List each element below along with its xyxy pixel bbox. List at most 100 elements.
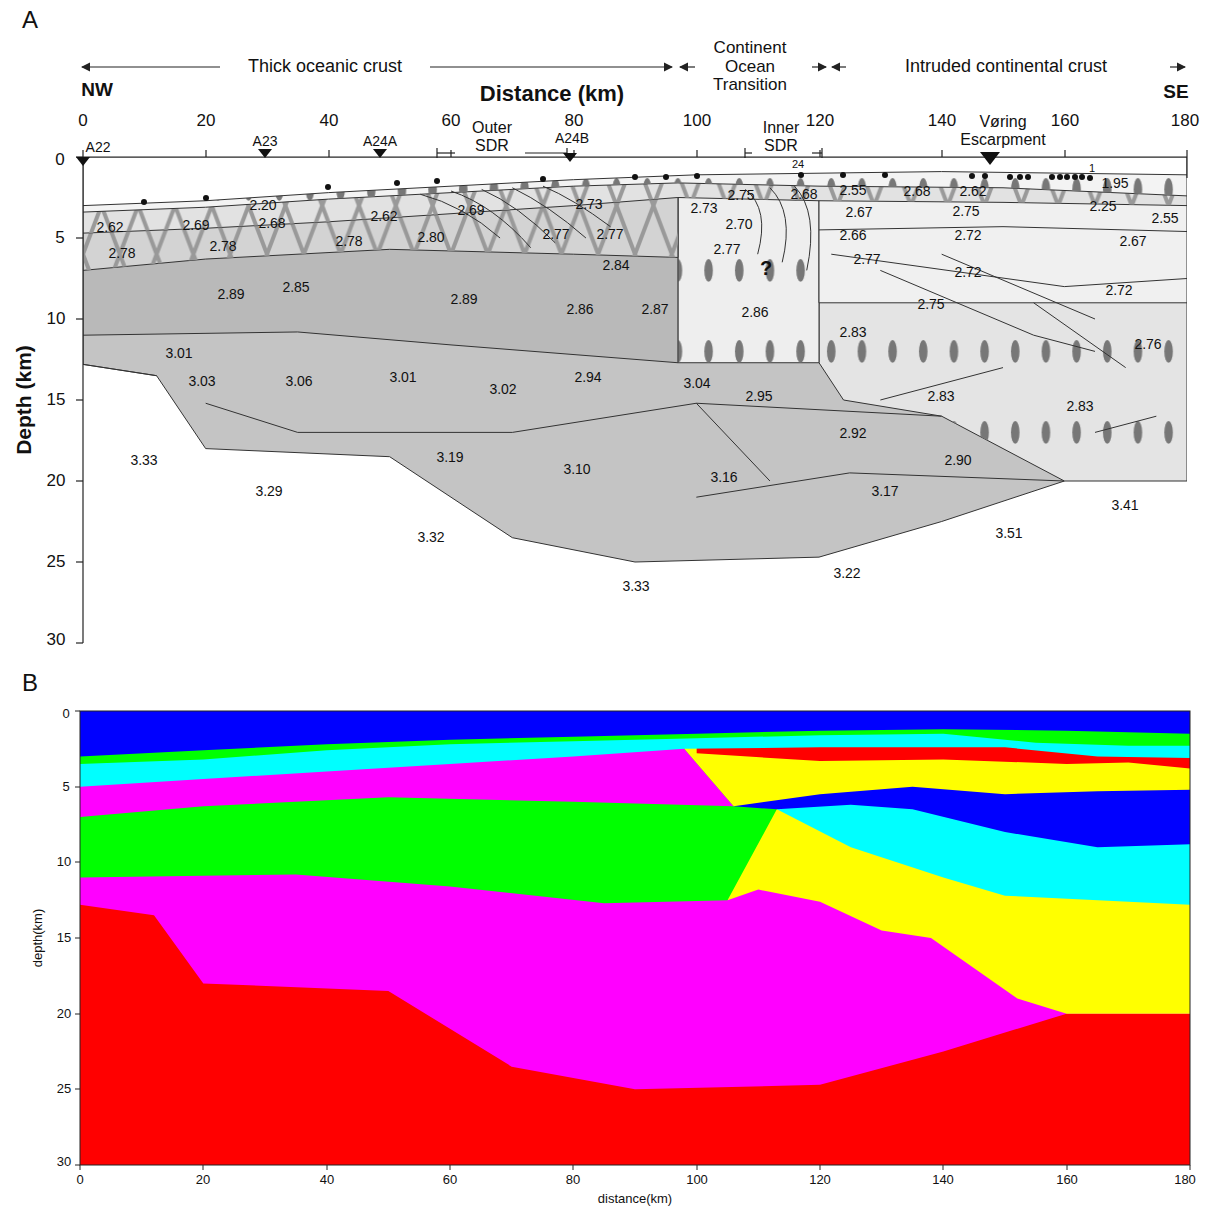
- tick-label: 20: [196, 1173, 210, 1187]
- density-value: 2.85: [282, 280, 309, 295]
- density-value: 2.94: [574, 370, 601, 385]
- tick-label: 60: [443, 1173, 457, 1187]
- station-label: A23: [253, 134, 278, 149]
- station-label: A24A: [363, 134, 397, 149]
- axis-title: depth(km): [31, 909, 45, 968]
- density-value: 3.41: [1111, 498, 1138, 513]
- density-value: 2.68: [258, 216, 285, 231]
- tick-label: 60: [442, 112, 461, 131]
- tick-label: 100: [683, 112, 711, 131]
- density-value: 2.72: [954, 265, 981, 280]
- feature-label: Vøring Escarpment: [948, 113, 1058, 148]
- density-value: 2.83: [839, 325, 866, 340]
- density-value: 2.73: [575, 197, 602, 212]
- density-value: 3.22: [833, 566, 860, 581]
- density-value: 3.04: [683, 376, 710, 391]
- density-value: 2.75: [952, 204, 979, 219]
- tick-label: 0: [76, 1173, 83, 1187]
- density-value: 2.62: [370, 209, 397, 224]
- tick-label: 10: [57, 855, 71, 869]
- density-value: 2.87: [641, 302, 668, 317]
- tick-label: 40: [320, 112, 339, 131]
- density-value: 2.90: [944, 453, 971, 468]
- density-value: 3.32: [417, 530, 444, 545]
- density-value: 3.16: [710, 470, 737, 485]
- tick-label: 0: [62, 707, 69, 721]
- tick-label: 20: [47, 472, 66, 491]
- tick-label: 140: [932, 1173, 954, 1187]
- tick-label: 30: [47, 631, 66, 650]
- density-value: 2.62: [96, 220, 123, 235]
- density-value: 3.01: [165, 346, 192, 361]
- density-value: 1.95: [1101, 176, 1128, 191]
- query-mark: ?: [760, 257, 772, 279]
- tick-label: 20: [57, 1007, 71, 1021]
- tick-label: 140: [928, 112, 956, 131]
- density-value: 2.72: [954, 228, 981, 243]
- density-value: 2.84: [602, 258, 629, 273]
- tick-label: 15: [47, 391, 66, 410]
- tick-label: 25: [47, 553, 66, 572]
- density-value: 3.01: [389, 370, 416, 385]
- tick-label: 120: [806, 112, 834, 131]
- tick-label: 5: [62, 780, 69, 794]
- feature-label: Outer SDR: [462, 119, 522, 154]
- tick-label: 80: [566, 1173, 580, 1187]
- panel-letter: A: [22, 7, 38, 33]
- density-value: 2.83: [927, 389, 954, 404]
- domain-label: Thick oceanic crust: [248, 57, 402, 77]
- density-value: 2.25: [1089, 199, 1116, 214]
- tick-label: 10: [47, 310, 66, 329]
- axis-title: Depth (km): [12, 345, 35, 455]
- panel-a-section: [83, 157, 1187, 562]
- density-value: 2.62: [959, 184, 986, 199]
- feature-label: Inner SDR: [751, 119, 811, 154]
- density-value: 3.06: [285, 374, 312, 389]
- density-value: 2.77: [853, 252, 880, 267]
- density-value: 2.73: [690, 201, 717, 216]
- density-value: 2.69: [457, 203, 484, 218]
- tick-label: 25: [57, 1082, 71, 1096]
- density-value: 2.55: [1151, 211, 1178, 226]
- tick-label: 40: [320, 1173, 334, 1187]
- density-value: 2.86: [741, 305, 768, 320]
- density-value: 2.76: [1134, 337, 1161, 352]
- density-value: 2.95: [745, 389, 772, 404]
- domain-label: Intruded continental crust: [905, 57, 1107, 77]
- domain-label: Continent Ocean Transition: [690, 39, 810, 95]
- panel-letter: B: [22, 670, 38, 696]
- direction-label: NW: [81, 80, 113, 101]
- density-value: 2.67: [845, 205, 872, 220]
- station-label: A24B: [555, 131, 589, 146]
- tick-label: 120: [809, 1173, 831, 1187]
- density-value: 2.55: [839, 183, 866, 198]
- density-value: 2.83: [1066, 399, 1093, 414]
- tick-label: 180: [1171, 112, 1199, 131]
- direction-label: SE: [1163, 82, 1188, 103]
- density-value: 3.10: [563, 462, 590, 477]
- tick-label: 180: [1174, 1173, 1196, 1187]
- density-value: 2.77: [713, 242, 740, 257]
- tick-label: 20: [197, 112, 216, 131]
- tick-label: 160: [1051, 112, 1079, 131]
- density-value: 2.86: [566, 302, 593, 317]
- tick-label: 160: [1056, 1173, 1078, 1187]
- density-value: 2.80: [417, 230, 444, 245]
- tick-label: 15: [57, 931, 71, 945]
- density-value: 2.66: [839, 228, 866, 243]
- density-value: 2.69: [182, 218, 209, 233]
- density-value: 3.17: [871, 484, 898, 499]
- tick-label: 80: [565, 112, 584, 131]
- tick-label: 5: [55, 229, 64, 248]
- density-value: 3.33: [622, 579, 649, 594]
- density-value: 3.19: [436, 450, 463, 465]
- callout-number: 1: [1089, 162, 1095, 174]
- density-value: 2.77: [542, 227, 569, 242]
- density-value: 2.89: [217, 287, 244, 302]
- density-value: 2.20: [249, 198, 276, 213]
- density-value: 2.75: [727, 188, 754, 203]
- density-value: 3.51: [995, 526, 1022, 541]
- density-value: 2.68: [903, 184, 930, 199]
